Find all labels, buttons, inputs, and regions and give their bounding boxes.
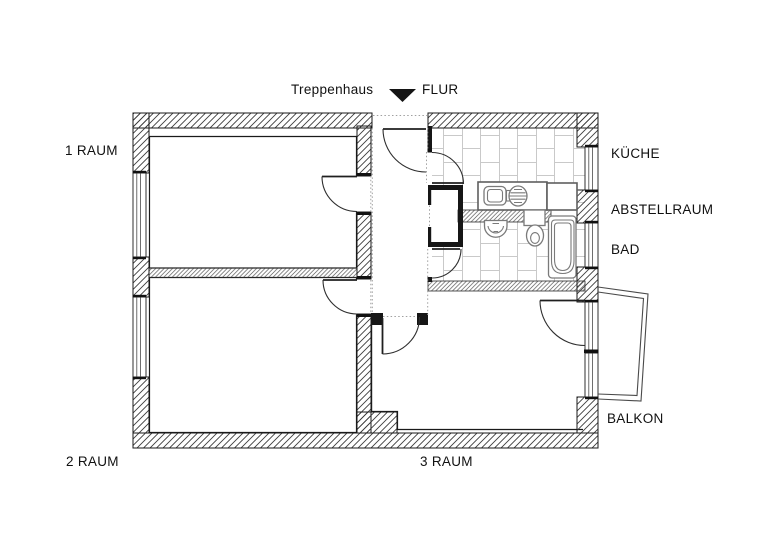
kitchen-window (584, 146, 599, 191)
wall-right-pier1 (576, 112, 599, 148)
storage-floor (430, 188, 459, 243)
room3-door-jamb-right (417, 313, 428, 325)
entrance-door-swing (382, 128, 427, 173)
kitchen-door-swing (431, 151, 465, 185)
balcony-door-frame (584, 301, 599, 351)
windows (132, 144, 599, 400)
bath-fixtures (483, 209, 577, 279)
room2-window (132, 296, 147, 378)
wall-right-pier2 (576, 189, 599, 224)
wall-bottom (132, 432, 599, 449)
toilet-cistern (523, 209, 546, 227)
storage-door-jamb-top (428, 185, 432, 205)
label-balcony: BALKON (607, 411, 664, 426)
label-room1: 1 RAUM (65, 143, 118, 158)
wall-left-mid (132, 256, 150, 298)
kitchen-counter (477, 181, 578, 211)
wall-right-corner (576, 396, 599, 434)
balcony-door-swing (539, 300, 586, 347)
hall-floor (371, 126, 428, 316)
room1-door-swing (321, 176, 358, 213)
label-bath: BAD (611, 242, 640, 257)
label-kitchen: KÜCHE (611, 146, 660, 161)
label-storage: ABSTELLRAUM (611, 202, 714, 217)
wall-hall-left-mid (356, 211, 372, 280)
room2-door-swing (322, 279, 358, 315)
room1-window (132, 172, 147, 258)
label-room3: 3 RAUM (420, 454, 473, 469)
bath-window (584, 222, 599, 268)
bath-door-swing (431, 248, 462, 279)
room3-door-jamb-left (371, 313, 383, 325)
wall-top-left (132, 112, 373, 129)
storage-wall-top (428, 185, 463, 190)
room1-floor (149, 136, 357, 268)
wall-bath-room3 (427, 280, 586, 292)
room3-door-swing (382, 316, 421, 355)
wall-left-bottom (132, 376, 150, 434)
room3-floor (371, 291, 583, 430)
partition-walls (357, 126, 463, 325)
wall-left-top (132, 112, 150, 174)
wall-room1-room2 (148, 267, 358, 278)
room2-floor (149, 277, 357, 433)
label-staircase: Treppenhaus (291, 82, 374, 97)
wall-top-right (427, 112, 599, 129)
doors (321, 128, 586, 355)
wall-kitchen-left (427, 126, 432, 152)
bathtub (547, 215, 577, 279)
dotted-guides (370, 115, 430, 317)
room-interiors (148, 126, 583, 434)
outer-walls (132, 112, 599, 449)
wall-right-pier3 (576, 266, 599, 303)
wall-bath-left-stub (427, 277, 432, 282)
counter-right (546, 182, 578, 211)
room3-window (584, 352, 599, 398)
flur-arrow-icon (389, 89, 416, 102)
label-hall: FLUR (422, 82, 459, 97)
wall-hall-left-top (356, 125, 372, 177)
storage-wall-right (458, 185, 463, 247)
balcony-outline (597, 286, 649, 402)
wall-bottom-step (356, 411, 398, 434)
washbasin (483, 219, 508, 238)
storage-door-jamb-bottom (428, 227, 432, 247)
label-room2: 2 RAUM (66, 454, 119, 469)
storage-wall-bottom (428, 242, 463, 247)
